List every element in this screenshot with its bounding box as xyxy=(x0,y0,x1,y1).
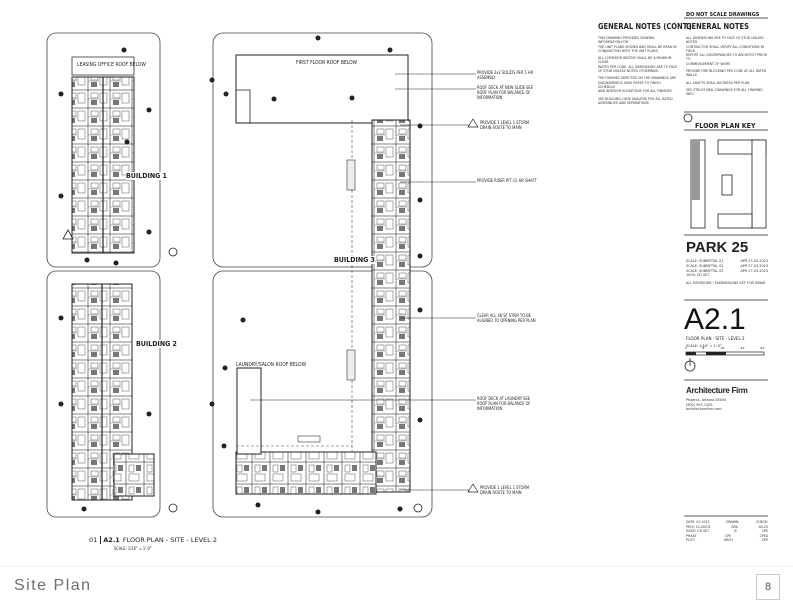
callout-2: ROOF DECK AT NEW SLIDE SEE ROOF PLAN FOR… xyxy=(477,85,533,100)
floor-plan-key xyxy=(690,139,767,229)
laundry-roof-label: LAUNDRY/SALON ROOF BELOW xyxy=(236,362,307,368)
building-3-label: BUILDING 3 xyxy=(334,256,375,264)
sheet-number: A2.1 xyxy=(684,303,746,336)
plan-title-text: FLOOR PLAN - SITE - LEVEL 2 xyxy=(122,536,217,544)
project-name: PARK 25 xyxy=(686,239,749,256)
general-notes-cont-heading: GENERAL NOTES (CONT.) xyxy=(598,22,692,31)
graphic-scale-bar xyxy=(684,351,765,372)
first-floor-roof-label: FIRST FLOOR ROOF BELOW xyxy=(296,60,358,66)
plan-scale: SCALE: 1/16" = 1'-0" xyxy=(114,546,152,551)
building-2-label: BUILDING 2 xyxy=(136,340,177,348)
firm-logo: Architecture Firm xyxy=(686,386,748,395)
building-1-plan xyxy=(46,32,161,268)
footer-divider xyxy=(0,566,793,567)
general-notes-body: ALL DIMENSIONS ARE TO FACE OF STUD UNLES… xyxy=(686,36,767,97)
sheet-title: FLOOR PLAN - SITE - LEVEL 2 xyxy=(686,337,745,342)
building-2-plan xyxy=(46,270,161,518)
callout-6: ROOF DECK AT LAUNDRY SEE ROOF PLAN FOR B… xyxy=(477,396,531,411)
do-not-scale-drawings: DO NOT SCALE DRAWINGS xyxy=(686,12,760,18)
revision-note: ALL REVISIONS / SUBMISSIONS SET FOR DRAW xyxy=(686,281,766,286)
slide-title: Site Plan xyxy=(14,577,92,594)
plan-title-sheet: A2.1 xyxy=(100,536,120,544)
callout-4: PROVIDE RISER PIT (1) HR SHAFT xyxy=(477,178,537,183)
leasing-office-label: LEASING OFFICE ROOF BELOW xyxy=(77,62,146,68)
plan-title: 01 A2.1 FLOOR PLAN - SITE - LEVEL 2 xyxy=(89,536,217,544)
general-notes-cont-body: THIS DRAWING PROVIDES GENERAL INFORMATIO… xyxy=(598,36,678,105)
page-number-badge: 8 xyxy=(756,574,780,600)
floor-plan-key-heading: FLOOR PLAN KEY xyxy=(695,122,756,130)
callout-7: PROVIDE 1 LEVEL 1 STORM DRAIN ROUTE TO M… xyxy=(480,485,530,495)
callout-5: CLEAR ALL 48 SF STAIR TO BE ALIGNED TO O… xyxy=(477,313,536,323)
sheet-scale: SCALE: 1/16" = 1'-0" xyxy=(686,343,722,348)
plan-title-number: 01 xyxy=(89,536,98,544)
site-plan-drawing xyxy=(46,17,768,518)
title-block-lines xyxy=(683,17,768,517)
building-3-plan xyxy=(209,32,433,518)
general-notes-heading: GENERAL NOTES xyxy=(686,22,749,31)
building-1-label: BUILDING 1 xyxy=(126,172,167,180)
callout-1: PROVIDE 2x2 SOLIDS PER 1 HR ASSEMBLY xyxy=(477,70,534,80)
firm-info: Phoenix, Arizona 85004 (602) 997-1305 ar… xyxy=(686,398,727,412)
callout-leaders xyxy=(250,73,479,493)
callout-3: PROVIDE 1 LEVEL 1 STORM DRAIN ROUTE TO M… xyxy=(480,120,530,130)
